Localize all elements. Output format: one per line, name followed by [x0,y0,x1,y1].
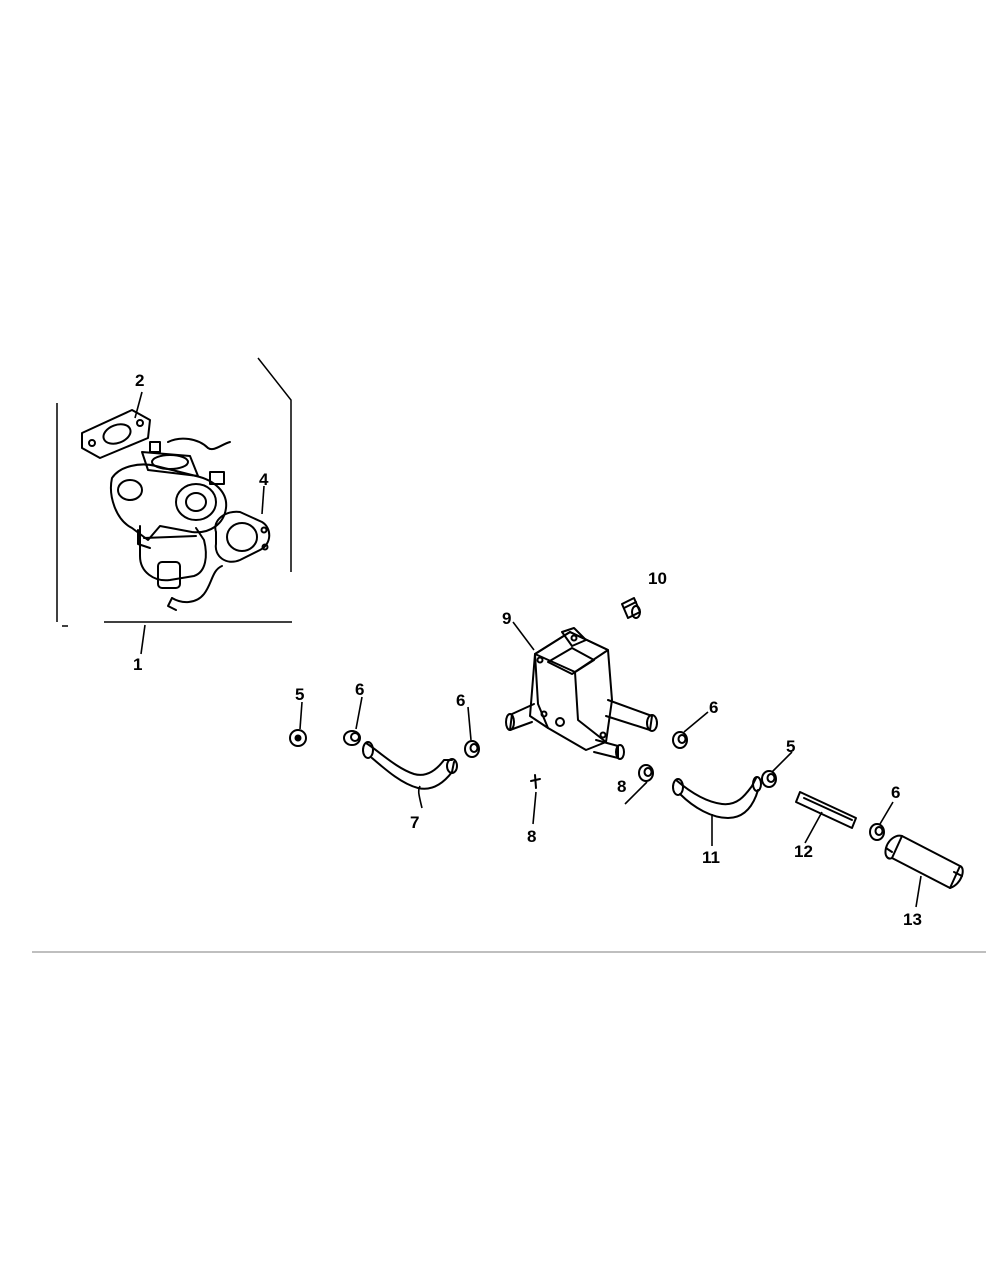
gasket-part-4[interactable] [214,510,271,563]
clamp-part-6c[interactable] [672,731,688,749]
nut-part-5[interactable] [289,729,307,747]
callout-10: 10 [648,569,667,588]
callout-12: 12 [794,842,813,861]
fuel-pump-part-9[interactable] [505,627,658,760]
fuel-hose-part-11[interactable] [672,776,762,819]
callout-6: 6 [456,691,465,710]
clamp-part-6e[interactable] [869,823,885,841]
carburetor-part-1[interactable] [110,437,231,611]
callout-6: 6 [709,698,718,717]
callout-8: 8 [527,827,536,846]
callout-7: 7 [410,813,419,832]
callout-6: 6 [355,680,364,699]
callout-labels: 2 1 4 5 6 6 7 8 9 10 6 5 8 11 12 6 13 [133,371,922,929]
clamp-part-6a[interactable] [343,730,361,746]
callout-8: 8 [617,777,626,796]
callout-11: 11 [702,848,720,867]
fuel-line-part-12[interactable] [795,791,857,829]
fitting-part-10[interactable] [621,597,641,619]
callout-6: 6 [891,783,900,802]
clamp-part-6d[interactable] [638,764,654,782]
clamp-part-6b[interactable] [464,740,480,758]
fuel-hose-part-7[interactable] [362,741,458,790]
carburetor-assembly-frame [56,357,292,627]
callout-2: 2 [135,371,144,390]
clamp-part-5b[interactable] [761,770,777,788]
callout-13: 13 [903,910,922,929]
callout-5: 5 [295,685,304,704]
callout-4: 4 [259,470,269,489]
gasket-part-2[interactable] [81,409,151,459]
screw-part-8[interactable] [530,774,541,789]
fuel-filter-part-13[interactable] [884,834,964,889]
callout-1: 1 [133,655,142,674]
callout-5: 5 [786,737,795,756]
callout-9: 9 [502,609,511,628]
leader-lines [134,391,922,908]
